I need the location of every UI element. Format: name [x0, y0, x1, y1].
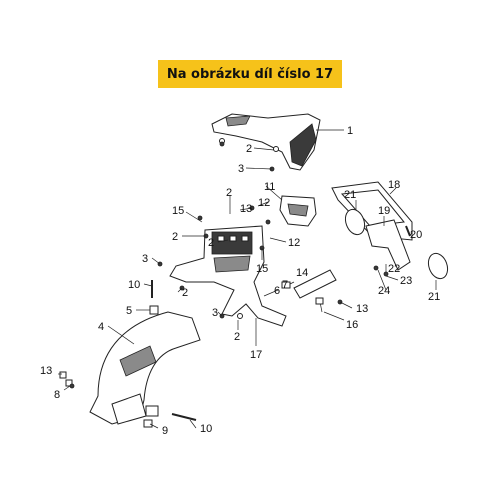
callout-21: 21: [428, 291, 440, 303]
callout-3: 3: [212, 307, 218, 319]
part-9-washer: [143, 419, 153, 428]
callout-13: 13: [356, 303, 368, 315]
part-21-indicator-lower: [427, 252, 449, 280]
part-5-nut: [149, 305, 159, 315]
part-17-rear-frame: [169, 225, 287, 327]
callout-22: 22: [388, 263, 400, 275]
callout-3: 3: [142, 253, 148, 265]
callout-1: 1: [347, 125, 353, 137]
callout-18: 18: [388, 179, 400, 191]
part-16-bolt: [315, 297, 324, 313]
callout-17: 17: [250, 349, 262, 361]
callout-2: 2: [234, 331, 240, 343]
callout-2: 2: [172, 231, 178, 243]
callout-labels: 1 2 3 2 11 13 12 15 2 12 2 3 10 2 15 7 1…: [40, 125, 440, 437]
leader-lines: [58, 129, 437, 429]
callout-12: 12: [288, 237, 300, 249]
callout-2: 2: [208, 237, 214, 249]
part-11-bracket: [279, 195, 317, 227]
part-4-rear-fender: [89, 311, 201, 425]
part-7-spacer: [281, 281, 291, 289]
callout-7: 7: [282, 279, 288, 291]
callout-5: 5: [126, 305, 132, 317]
part-13-screw-lower: [59, 371, 73, 387]
callout-13: 13: [240, 203, 252, 215]
callout-2: 2: [182, 287, 188, 299]
callout-9: 9: [162, 425, 168, 437]
callout-19: 19: [378, 205, 390, 217]
callout-6: 6: [274, 285, 280, 297]
callout-10: 10: [200, 423, 212, 435]
callout-12: 12: [258, 197, 270, 209]
callout-4: 4: [98, 321, 104, 333]
callout-20: 20: [410, 229, 422, 241]
banner-text: Na obrázku díl číslo 17: [166, 66, 334, 82]
callout-16: 16: [346, 319, 358, 331]
callout-15: 15: [172, 205, 184, 217]
callout-23: 23: [400, 275, 412, 287]
callout-2: 2: [226, 187, 232, 199]
part-20-screw: [405, 225, 411, 237]
part-14-reflector: [293, 269, 337, 299]
callout-2: 2: [246, 143, 252, 155]
callout-24: 24: [378, 285, 390, 297]
callout-10: 10: [128, 279, 140, 291]
callout-15: 15: [256, 263, 268, 275]
callout-21: 21: [344, 189, 356, 201]
callout-8: 8: [54, 389, 60, 401]
part-1-tail-cover: [211, 113, 321, 171]
callout-3: 3: [238, 163, 244, 175]
part-number-banner: Na obrázku díl číslo 17: [158, 60, 342, 88]
part-21-indicator-upper: [344, 208, 366, 236]
part-19-plate-bracket: [365, 219, 411, 271]
callout-13: 13: [40, 365, 52, 377]
callout-14: 14: [296, 267, 308, 279]
callout-11: 11: [264, 181, 275, 193]
part-10-screw-lower: [171, 413, 197, 421]
